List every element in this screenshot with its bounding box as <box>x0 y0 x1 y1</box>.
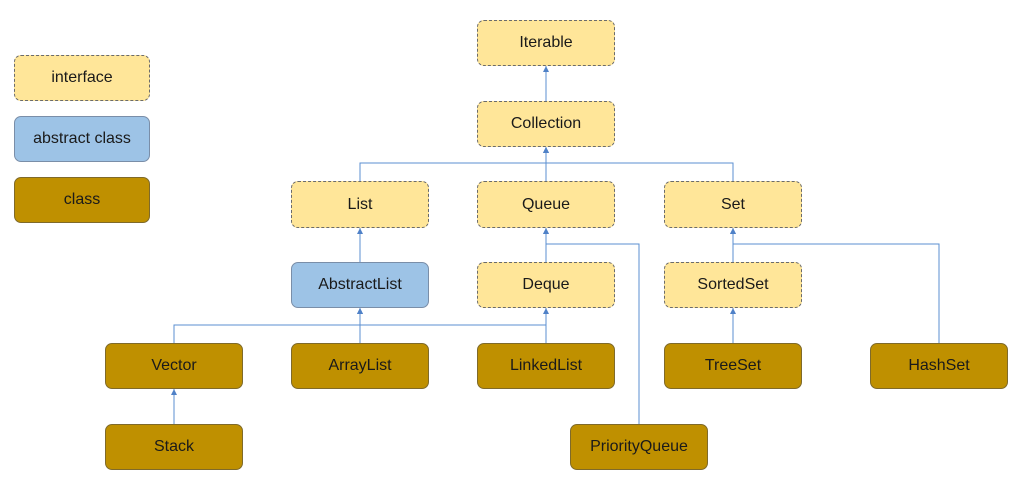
edge-priorityqueue-to-queue <box>545 228 640 424</box>
arrowhead-linkedlist-to-abstractlist <box>357 308 363 314</box>
arrowhead-collection-to-iterable <box>543 66 549 72</box>
node-linkedlist: LinkedList <box>477 343 615 389</box>
arrowhead-linkedlist-to-deque <box>543 308 549 314</box>
legend-interface: interface <box>14 55 150 101</box>
edge-vector-to-abstractlist <box>173 308 361 343</box>
arrowhead-hashset-to-set <box>730 228 736 234</box>
node-priorityqueue: PriorityQueue <box>570 424 708 470</box>
node-deque: Deque <box>477 262 615 308</box>
edge-list-to-collection <box>359 147 547 181</box>
arrowhead-stack-to-vector <box>171 389 177 395</box>
node-set: Set <box>664 181 802 228</box>
arrowhead-set-to-collection <box>543 147 549 153</box>
node-list: List <box>291 181 429 228</box>
edge-hashset-to-set <box>732 228 940 343</box>
node-vector: Vector <box>105 343 243 389</box>
node-iterable: Iterable <box>477 20 615 66</box>
arrowhead-treeset-to-sortedset <box>730 308 736 314</box>
node-treeset: TreeSet <box>664 343 802 389</box>
node-abstractlist: AbstractList <box>291 262 429 308</box>
node-collection: Collection <box>477 101 615 147</box>
node-queue: Queue <box>477 181 615 228</box>
legend-abstract-class: abstract class <box>14 116 150 162</box>
node-stack: Stack <box>105 424 243 470</box>
arrowhead-priorityqueue-to-queue <box>543 228 549 234</box>
edge-linkedlist-to-abstractlist <box>359 308 547 343</box>
node-hashset: HashSet <box>870 343 1008 389</box>
arrowhead-abstractlist-to-list <box>357 228 363 234</box>
edge-set-to-collection <box>545 147 734 181</box>
legend-class: class <box>14 177 150 223</box>
node-sortedset: SortedSet <box>664 262 802 308</box>
node-arraylist: ArrayList <box>291 343 429 389</box>
